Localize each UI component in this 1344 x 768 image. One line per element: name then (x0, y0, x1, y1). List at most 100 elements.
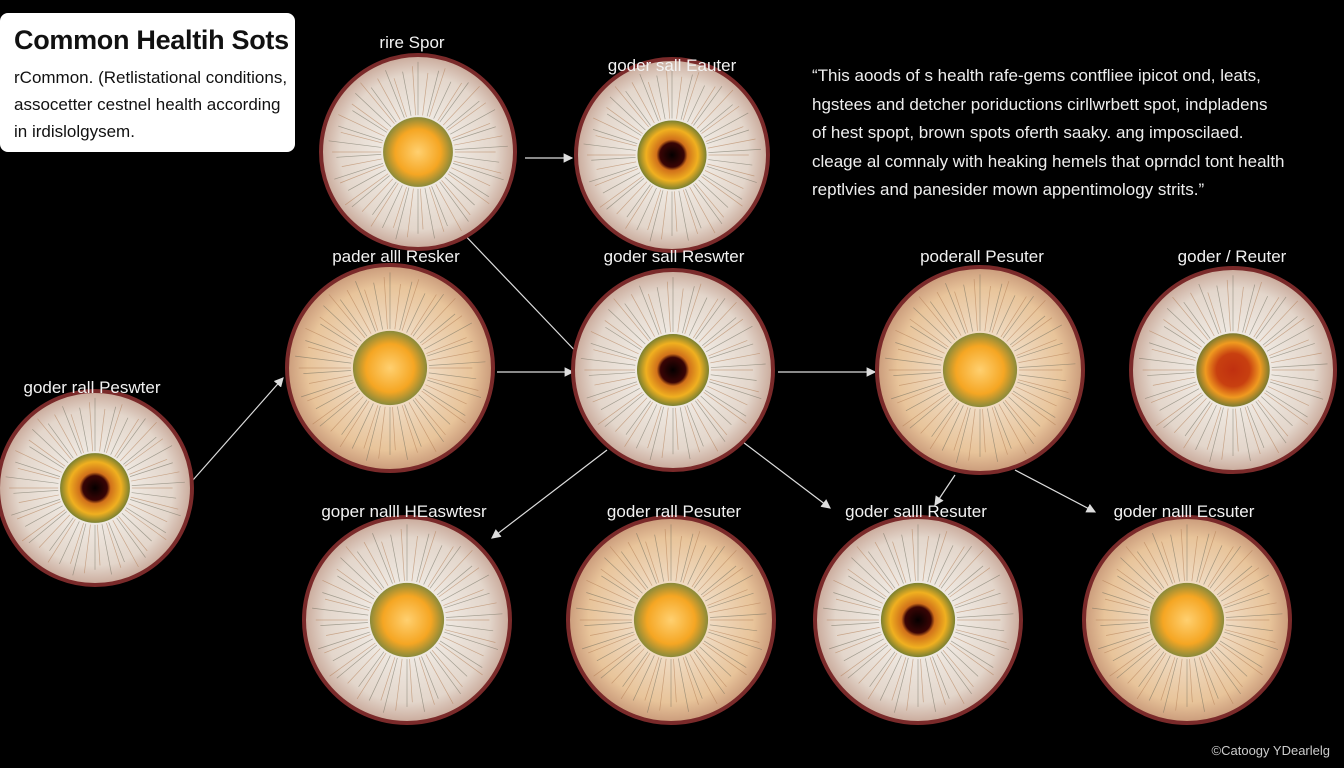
iris-fiber (103, 406, 117, 453)
iris-fiber (1221, 408, 1229, 460)
iris-fiber (586, 381, 637, 399)
iris-fiber (452, 126, 496, 141)
iris-fiber (1120, 557, 1159, 594)
iris-fiber (426, 337, 467, 354)
iris-item: goder rall Pesuter (566, 502, 776, 725)
iris-fiber (695, 298, 726, 340)
iris-fiber (918, 296, 956, 341)
iris-fiber (847, 568, 887, 598)
iris-fiber (445, 602, 497, 613)
iris-fiber (29, 446, 65, 469)
iris-fiber (129, 458, 168, 475)
iris-fiber (680, 533, 694, 583)
iris-fiber (998, 404, 1027, 454)
connector-arrow (491, 449, 608, 539)
iris-fiber (1264, 392, 1309, 425)
iris-fiber (949, 567, 991, 598)
iris-center (352, 330, 428, 406)
iris-fiber (344, 173, 389, 206)
iris-fiber (946, 646, 979, 677)
connector-arrow (457, 227, 583, 359)
iris-fiber (911, 528, 916, 581)
iris-fiber (954, 291, 969, 333)
iris-fiber (112, 520, 139, 568)
iris-fiber (429, 651, 461, 695)
iris-fiber (953, 636, 995, 657)
iris-fiber (710, 363, 766, 368)
iris-fiber (1144, 381, 1197, 399)
iris-fiber (421, 656, 439, 699)
iris-fiber (366, 405, 381, 461)
iris-fiber (1136, 652, 1167, 700)
iris-fiber (1161, 541, 1176, 583)
iris-fiber (1008, 396, 1041, 427)
iris-fiber (1012, 390, 1056, 418)
iris-fiber (624, 401, 653, 447)
iris-fiber (363, 405, 379, 449)
iris-fiber (428, 350, 480, 361)
iris-fiber (833, 592, 881, 609)
iris-fiber (684, 283, 702, 334)
iris-fiber (837, 627, 880, 636)
iris-fiber (1262, 316, 1298, 346)
iris-fiber (604, 557, 643, 594)
iris-fiber (380, 657, 396, 701)
quote-line: hgstees and detcher poriductions cirllwr… (812, 94, 1268, 114)
iris-fiber (676, 76, 683, 119)
iris-fiber (709, 379, 759, 393)
iris-center (60, 453, 130, 523)
iris-fiber (1180, 528, 1185, 581)
iris-fiber (320, 323, 358, 348)
iris-fiber (709, 602, 761, 613)
iris-fiber (1196, 533, 1210, 583)
iris-fiber (1253, 297, 1280, 338)
iris-fiber (949, 642, 994, 676)
iris-fiber (358, 651, 385, 687)
iris-fiber (360, 82, 395, 124)
iris-fiber (1017, 379, 1069, 393)
iris-fiber (425, 384, 467, 405)
iris-fiber (412, 293, 444, 337)
iris-fiber (114, 418, 139, 458)
iris-fiber (701, 105, 740, 134)
iris-fiber (330, 396, 364, 432)
iris-fiber (441, 574, 490, 602)
iris-fiber (955, 592, 1001, 609)
iris-fiber (447, 173, 490, 205)
iris-fiber (1117, 575, 1155, 600)
iris-fiber (695, 649, 727, 688)
iris-fiber (1156, 392, 1202, 426)
iris-fiber (614, 86, 649, 128)
iris-fiber (929, 402, 960, 450)
iris-fiber (996, 295, 1016, 335)
iris-fiber (338, 114, 385, 137)
iris-fiber (1000, 296, 1027, 338)
iris-fiber (1163, 394, 1204, 428)
iris-fiber (685, 656, 703, 699)
iris-label: goder rall Pesuter (607, 502, 742, 521)
iris-fiber (17, 467, 60, 480)
iris-fiber (945, 283, 966, 334)
iris-fiber (708, 148, 761, 153)
iris-fiber (708, 159, 753, 166)
iris-fiber (312, 607, 369, 616)
iris-fiber (688, 297, 708, 336)
iris-fiber (968, 408, 976, 461)
iris-fiber (702, 174, 743, 200)
iris-fiber (429, 361, 486, 366)
iris-fiber (953, 407, 969, 451)
iris-fiber (1216, 565, 1253, 596)
iris-fiber (682, 657, 699, 705)
iris-fiber (895, 329, 945, 354)
iris-fiber (1222, 636, 1264, 657)
iris-fiber (421, 315, 463, 346)
iris-fiber (955, 629, 1007, 643)
iris-fiber (1104, 634, 1151, 654)
iris-fiber (897, 348, 943, 361)
iris-fiber (70, 414, 84, 454)
iris-fiber (693, 184, 723, 224)
iris-fiber (101, 524, 112, 575)
iris-fiber (444, 629, 496, 643)
iris-fiber (938, 546, 965, 588)
iris-fiber (305, 340, 353, 357)
